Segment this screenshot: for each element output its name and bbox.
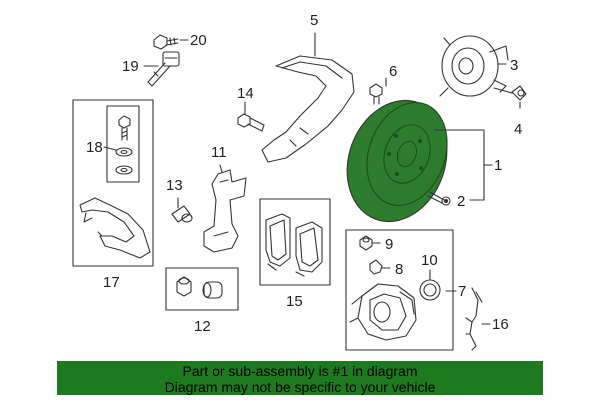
part-4-bolt — [493, 85, 527, 109]
callout-13: 13 — [166, 177, 183, 194]
callout-10: 10 — [421, 252, 438, 269]
part-7-caliper-housing — [349, 283, 417, 341]
part-17-splash-shield — [79, 197, 151, 259]
part-18-group-box — [106, 105, 140, 183]
part-20-bolt — [153, 34, 189, 50]
callout-12: 12 — [194, 318, 211, 335]
callout-6: 6 — [389, 63, 398, 80]
part-19-guide-pin — [143, 51, 180, 87]
part-18-small-parts — [115, 115, 133, 175]
part-11-caliper-bracket — [203, 164, 247, 253]
callout-18: 18 — [86, 139, 103, 156]
part-16-spring-clip — [465, 287, 491, 351]
part-17-group-box — [72, 99, 154, 267]
callout-15: 15 — [286, 293, 303, 310]
callout-11: 11 — [211, 144, 227, 161]
part-7-group-box — [345, 229, 454, 351]
callout-5: 5 — [310, 12, 319, 29]
part-12-bushings — [176, 276, 223, 299]
callout-7: 7 — [458, 283, 467, 300]
part-3-hub-bearing — [439, 35, 509, 97]
callout-17: 17 — [103, 274, 120, 291]
banner-line-1: Part or sub-assembly is #1 in diagram — [182, 363, 418, 379]
part-2-screw — [427, 191, 451, 206]
part-5-dust-shield — [261, 32, 355, 163]
part-8-bleeder-cap — [369, 259, 391, 275]
part-12-group-box — [165, 267, 239, 311]
callout-20: 20 — [190, 32, 207, 49]
part-1-brake-rotor — [346, 99, 448, 223]
part-9-bleeder — [359, 235, 381, 251]
callout-2: 2 — [457, 193, 466, 210]
callout-4: 4 — [514, 121, 523, 138]
callout-3: 3 — [510, 57, 519, 74]
part-10-piston-seal — [419, 269, 441, 301]
banner-line-2: Diagram may not be specific to your vehi… — [164, 379, 436, 395]
part-15-brake-pads — [265, 213, 323, 277]
callout-9: 9 — [385, 236, 394, 253]
callout-19: 19 — [122, 58, 139, 75]
callout-1: 1 — [494, 157, 503, 174]
callout-8: 8 — [395, 261, 404, 278]
callout-16: 16 — [492, 316, 509, 333]
part-13-sleeve — [171, 197, 193, 223]
part-6-bolt — [369, 77, 387, 105]
part-14-bolt — [237, 101, 265, 132]
part-15-group-box — [259, 198, 331, 286]
callout-14: 14 — [237, 85, 254, 102]
info-banner: Part or sub-assembly is #1 in diagram Di… — [57, 361, 543, 395]
